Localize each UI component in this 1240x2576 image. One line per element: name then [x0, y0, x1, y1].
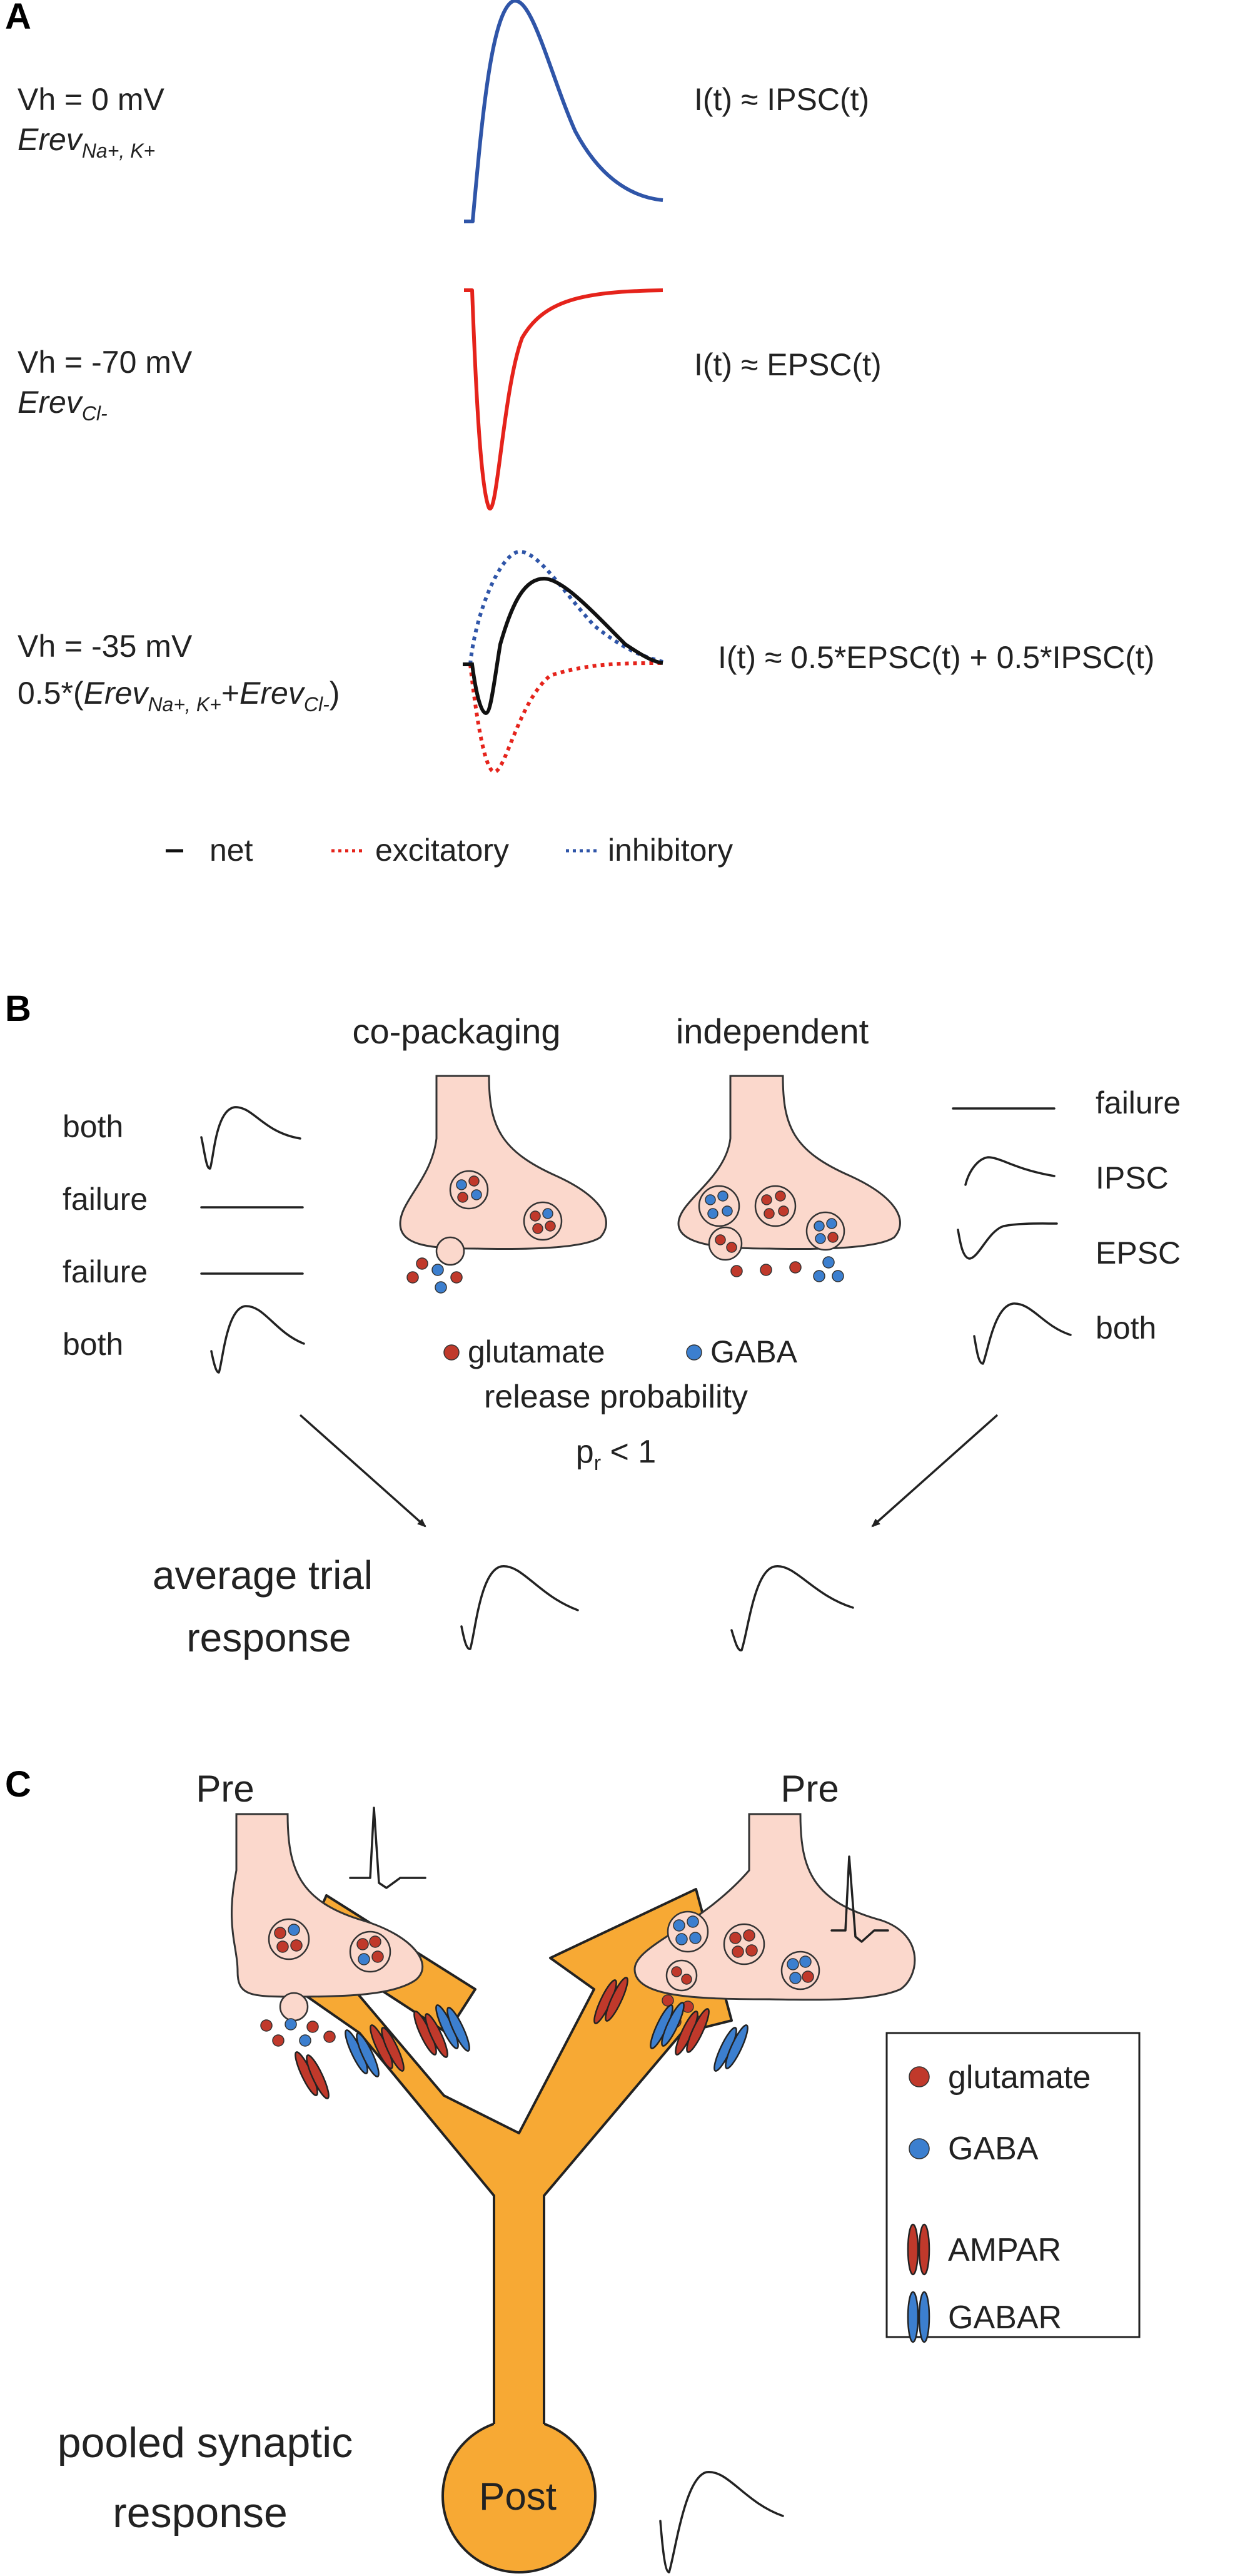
right-gaba-vesicle	[667, 1910, 709, 1953]
legend-gabar-icon	[907, 2291, 919, 2343]
arrow-to-average-right	[871, 1414, 999, 1528]
trace-both	[210, 1305, 305, 1374]
equation-epsc: I(t) ≈ EPSC(t)	[694, 347, 882, 382]
combined-net-trace	[463, 576, 663, 716]
epsc-trace	[464, 288, 663, 510]
gaba-vesicle	[805, 1211, 845, 1251]
left-presynaptic-terminal	[231, 1813, 424, 1998]
left-vesicle	[268, 1918, 310, 1960]
pre-label-left: Pre	[196, 1768, 254, 1810]
copackaged-vesicle	[449, 1170, 489, 1210]
left-vesicle	[349, 1930, 391, 1973]
panel-c-letter: C	[5, 1764, 31, 1805]
legend-net-label: net	[209, 833, 253, 868]
gaba-vesicle	[698, 1185, 740, 1227]
half-sum-formula: 0.5*(ErevNa+, K++ErevCl-)	[18, 676, 340, 716]
trace-both	[973, 1302, 1072, 1365]
release-probability-label: release probability	[484, 1379, 748, 1415]
panel-b: B co-packaging independent both failure …	[5, 988, 1181, 1660]
fusing-vesicle	[435, 1236, 465, 1266]
trace-epsc	[957, 1222, 1058, 1260]
ipsc-trace	[464, 0, 663, 223]
copackaging-title: co-packaging	[352, 1012, 560, 1051]
right-presynaptic-spike	[830, 1855, 889, 1943]
left-fusing-vesicle	[279, 1992, 309, 2022]
left-trial-label: failure	[63, 1254, 148, 1289]
arrow-to-average-left	[299, 1414, 426, 1528]
legend-ampar-icon	[907, 2223, 919, 2276]
right-gaba-vesicle	[780, 1950, 820, 1990]
left-presynaptic-spike	[349, 1807, 426, 1889]
left-trial-label: failure	[63, 1182, 148, 1217]
vh-label-35mv: Vh = -35 mV	[18, 629, 193, 664]
left-receptors	[295, 2004, 470, 2099]
right-receptors	[593, 1977, 749, 2072]
combined-excitatory-trace	[468, 661, 663, 774]
pooled-label-line1: pooled synaptic	[58, 2419, 353, 2467]
legend-excitatory-label: excitatory	[375, 833, 509, 868]
postsynaptic-neck	[494, 2352, 544, 2427]
glutamate-label: glutamate	[468, 1334, 605, 1369]
equation-combined: I(t) ≈ 0.5*EPSC(t) + 0.5*IPSC(t)	[718, 640, 1154, 675]
independent-title: independent	[676, 1012, 869, 1051]
right-fusing-vesicle	[665, 1959, 698, 1992]
vh-label-70mv: Vh = -70 mV	[18, 345, 193, 380]
right-glutamate-vesicle	[723, 1923, 765, 1965]
legend-glutamate-label: glutamate	[948, 2059, 1091, 2096]
equation-ipsc: I(t) ≈ IPSC(t)	[694, 82, 869, 117]
vh-label-0mv: Vh = 0 mV	[18, 82, 164, 117]
legend-gabar-label: GABAR	[948, 2300, 1062, 2336]
right-presynaptic-terminal	[633, 1813, 916, 2001]
copackaged-vesicle	[523, 1201, 563, 1241]
right-trial-label: failure	[1096, 1085, 1181, 1120]
average-label-line2: response	[186, 1615, 351, 1660]
pr-label: pr < 1	[576, 1434, 656, 1475]
glutamate-dot	[443, 1344, 460, 1361]
fusing-vesicle	[708, 1226, 743, 1261]
legend-gaba-dot	[909, 2138, 930, 2159]
pooled-label-line2: response	[113, 2489, 288, 2537]
right-trial-label: EPSC	[1096, 1235, 1181, 1270]
panel-b-letter: B	[5, 988, 31, 1029]
legend-ampar-label: AMPAR	[948, 2232, 1061, 2268]
trace-both	[200, 1106, 301, 1170]
receptor-legend-box	[885, 2032, 1141, 2338]
panel-a: A Vh = 0 mV ErevNa+, K+ I(t) ≈ IPSC(t) V…	[5, 0, 1154, 868]
average-trace-copackaging	[460, 1565, 579, 1650]
average-label-line1: average trial	[153, 1553, 373, 1598]
legend-gaba-label: GABA	[948, 2131, 1039, 2167]
right-trial-label: both	[1096, 1311, 1156, 1346]
panel-a-letter: A	[5, 0, 31, 37]
glutamate-vesicle	[754, 1185, 797, 1227]
trace-ipsc	[964, 1156, 1056, 1186]
postsynaptic-dendrite	[286, 1888, 733, 2360]
legend-inhibitory-label: inhibitory	[608, 833, 733, 868]
combined-inhibitory-trace	[468, 550, 663, 665]
pooled-response-trace	[659, 2471, 784, 2573]
erev-na-k-label: ErevNa+, K+	[18, 122, 155, 162]
gaba-label: GABA	[710, 1334, 798, 1369]
average-trace-independent	[730, 1565, 854, 1651]
copackaging-terminal	[399, 1075, 607, 1250]
panel-c: C Pre Pre Post	[5, 1764, 1141, 2573]
legend-glutamate-dot	[909, 2066, 930, 2087]
right-trial-label: IPSC	[1096, 1160, 1169, 1195]
pre-label-right: Pre	[780, 1768, 839, 1810]
gaba-dot	[686, 1344, 702, 1361]
erev-cl-label: ErevCl-	[18, 385, 108, 425]
left-trial-label: both	[63, 1109, 123, 1144]
left-trial-label: both	[63, 1327, 123, 1362]
post-label: Post	[479, 2475, 557, 2518]
